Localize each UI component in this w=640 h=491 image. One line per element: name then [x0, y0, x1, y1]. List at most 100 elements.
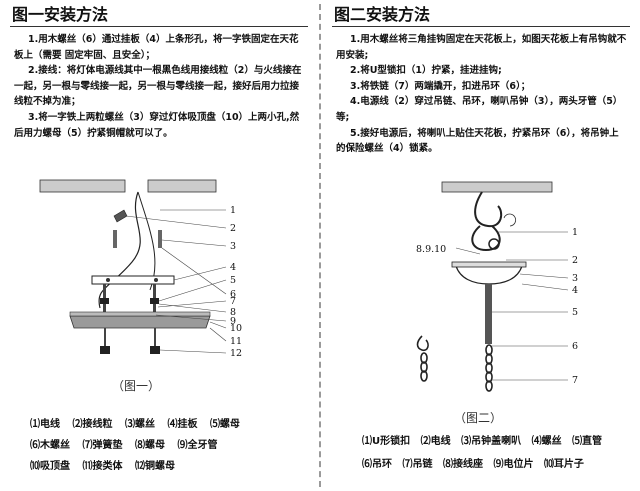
callout-5: 5 — [230, 275, 236, 286]
legend-item: ⑶吊钟盖喇叭 — [461, 436, 522, 447]
figure2-legend: ⑴U形锁扣 ⑵电线 ⑶吊钟盖喇叭 ⑷螺丝 ⑸直管 ⑹吊环 ⑺吊链 ⑻接线座 ⑼电… — [362, 430, 640, 476]
callout-10: 10 — [230, 323, 242, 334]
callout-12: 12 — [230, 348, 242, 359]
ceiling-hook-icon — [474, 191, 503, 228]
callout-7: 7 — [572, 375, 578, 386]
legend-row: ⑽吸顶盘 ⑾接类体 ⑿铜螺母 — [30, 456, 310, 477]
ceiling-disk-top — [69, 311, 211, 317]
straight-pipe — [485, 284, 492, 344]
legend-item: ⑾接类体 — [82, 461, 123, 472]
figure1-step-2: 2.接线：将灯体电源线其中一根黑色线用接线粒（2）与火线接在一起，另一根与零线接… — [14, 65, 302, 108]
legend-item: ⑵接线粒 — [72, 419, 113, 430]
figure2-step-3: 3.将铁链（7）两端撬开，扣进吊环（6）； — [350, 80, 531, 92]
callout-numbers: 1 2 3 4 5 6 7 8.9.10 — [416, 227, 578, 386]
plate-hole-left — [106, 278, 110, 282]
legend-item: ⑼全牙管 — [177, 440, 218, 451]
plate-hole-right — [154, 278, 158, 282]
hanging-plate — [91, 275, 175, 285]
callout-3: 3 — [230, 241, 236, 252]
legend-item: ⑿铜螺母 — [134, 461, 175, 472]
figure1-legend: ⑴电线 ⑵接线粒 ⑶螺丝 ⑷挂板 ⑸螺母 ⑹木螺丝 ⑺弹簧垫 ⑻螺母 ⑼全牙管 … — [30, 414, 310, 477]
figure2-step-1: 1.用木螺丝将三角挂钩固定在天花板上，如图天花板上有吊钩就不用安装; — [336, 34, 627, 61]
figure2-caption: （图二） — [454, 411, 503, 425]
figure1-step-3: 3.将一字铁上两粒螺丝（3）穿过灯体吸顶盘（10）上两小孔,然后用力螺母（5）拧… — [14, 111, 300, 139]
legend-item: ⑻螺母 — [134, 440, 165, 451]
legend-item: ⑺吊链 — [402, 459, 433, 470]
ceiling-block-right — [147, 179, 217, 193]
legend-item: ⑸直管 — [572, 436, 603, 447]
ceiling-bar — [441, 181, 553, 193]
legend-row: ⑹木螺丝 ⑺弹簧垫 ⑻螺母 ⑼全牙管 — [30, 435, 310, 456]
panel-divider — [319, 4, 321, 487]
callout-6: 6 — [230, 289, 236, 300]
callout-9: 9 — [230, 316, 236, 327]
nut-right — [150, 298, 159, 304]
figure1-title-rule — [10, 26, 308, 27]
legend-item: ⑵电线 — [420, 436, 451, 447]
figure1-steps: 1.用木螺丝（6）通过挂板（4）上条形孔，将一字铁固定在天花板上（需要 固定牢固… — [14, 32, 306, 141]
canopy-bell — [455, 265, 523, 285]
hanging-chain — [485, 344, 493, 392]
callout-8: 8 — [230, 307, 236, 318]
legend-item: ⑷挂板 — [167, 419, 198, 430]
figure2-steps: 1.用木螺丝将三角挂钩固定在天花板上，如图天花板上有吊钩就不用安装; 2.将U型… — [336, 32, 628, 157]
callout-5: 5 — [572, 307, 578, 318]
ceiling-block-left — [39, 179, 126, 193]
legend-item: ⑽吸顶盘 — [30, 461, 70, 472]
legend-item: ⑶螺丝 — [124, 419, 155, 430]
canopy-top — [451, 261, 527, 268]
copper-nut-right — [150, 346, 160, 354]
callout-1: 1 — [230, 205, 236, 216]
callout-2: 2 — [230, 223, 236, 234]
figure1-diagram: 1 2 3 4 5 6 7 8 9 10 11 12 — [39, 179, 242, 359]
legend-item: ⑼电位片 — [493, 459, 534, 470]
figure2-title: 图二安装方法 — [334, 5, 431, 24]
figure1-caption: （图一） — [112, 379, 161, 393]
lamp-rod-right — [154, 328, 156, 346]
copper-nut-left — [100, 346, 110, 354]
callout-numbers: 1 2 3 4 5 6 7 8 9 10 11 12 — [230, 205, 242, 359]
legend-item: ⑴电线 — [30, 419, 60, 430]
rotate-arrow-icon — [503, 213, 516, 227]
legend-item: ⑹吊环 — [362, 459, 392, 470]
hanging-ring — [488, 238, 500, 250]
callout-2: 2 — [572, 255, 578, 266]
callout-6: 6 — [572, 341, 578, 352]
callout-4: 4 — [572, 285, 578, 296]
legend-row: ⑴U形锁扣 ⑵电线 ⑶吊钟盖喇叭 ⑷螺丝 ⑸直管 — [362, 430, 640, 453]
callout-leaders — [125, 209, 227, 354]
callout-7: 7 — [230, 296, 236, 307]
figure2-step-4: 4.电源线（2）穿过吊链、吊环，喇叭吊钟（3），两头牙管（5）等; — [336, 96, 623, 123]
figure1-panel: 图一安装方法 1.用木螺丝（6）通过挂板（4）上条形孔，将一字铁固定在天花板上（… — [0, 0, 318, 491]
figure2-title-rule — [332, 26, 630, 27]
callout-11: 11 — [230, 336, 242, 347]
figure2-diagram: 1 2 3 4 5 6 7 8.9.10 — [416, 181, 578, 392]
legend-row: ⑴电线 ⑵接线粒 ⑶螺丝 ⑷挂板 ⑸螺母 — [30, 414, 310, 435]
figure2-panel: 图二安装方法 1.用木螺丝将三角挂钩固定在天花板上，如图天花板上有吊钩就不用安装… — [322, 0, 640, 491]
electric-wire — [98, 191, 141, 309]
legend-item: ⑹木螺丝 — [30, 440, 70, 451]
wire-connector-icon — [113, 209, 128, 223]
callout-1: 1 — [572, 227, 578, 238]
figure1-step-1: 1.用木螺丝（6）通过挂板（4）上条形孔，将一字铁固定在天花板上（需要 固定牢固… — [14, 34, 299, 61]
legend-item: ⑻接线座 — [442, 459, 483, 470]
callout-4: 4 — [230, 262, 236, 273]
figure1-title: 图一安装方法 — [12, 5, 109, 24]
callout-group-8-9-10: 8.9.10 — [416, 244, 446, 255]
legend-item: ⑷螺丝 — [531, 436, 562, 447]
figure2-step-2: 2.将U型锁扣（1）拧紧，挂进挂钩; — [350, 65, 502, 77]
chain-detail-icon — [416, 335, 429, 382]
wood-screw-left — [113, 230, 117, 248]
figure2-step-5: 5.接好电源后，将喇叭上贴住天花板，拧紧吊环（6），将吊钟上的保险螺丝（4）锁紧… — [336, 127, 619, 155]
lamp-rod-left — [104, 328, 106, 346]
legend-item: ⑽耳片子 — [543, 459, 584, 470]
callout-leaders — [455, 231, 569, 381]
nut-left — [100, 298, 109, 304]
legend-item: ⑸螺母 — [209, 419, 240, 430]
legend-item: ⑺弹簧垫 — [82, 440, 123, 451]
legend-item: ⑴U形锁扣 — [362, 436, 411, 447]
u-lock-icon — [471, 225, 501, 252]
wood-screw-right — [158, 230, 162, 248]
legend-row: ⑹吊环 ⑺吊链 ⑻接线座 ⑼电位片 ⑽耳片子 — [362, 453, 640, 476]
callout-3: 3 — [572, 273, 578, 284]
